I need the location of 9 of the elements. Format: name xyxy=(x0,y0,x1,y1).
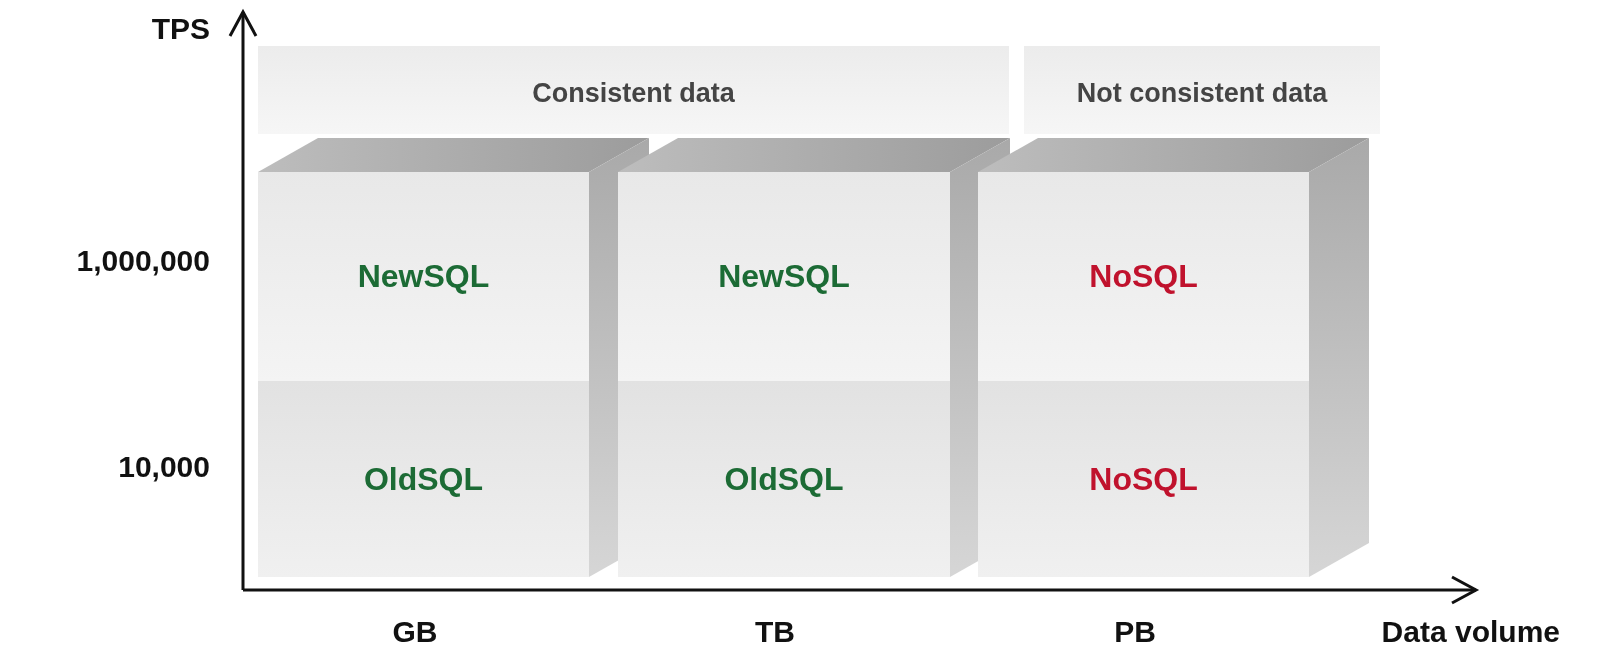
axis-title: TPS xyxy=(151,12,210,45)
tick-label: 10,000 xyxy=(118,450,210,483)
tick-label: PB xyxy=(1114,615,1156,648)
region-band: Consistent data xyxy=(258,46,1009,134)
tick-label: 1,000,000 xyxy=(76,244,210,277)
tick-label: TB xyxy=(755,615,795,648)
axis-title: Data volume xyxy=(1381,615,1560,648)
region-band: Not consistent data xyxy=(1024,46,1380,134)
tick-label: GB xyxy=(392,615,438,648)
